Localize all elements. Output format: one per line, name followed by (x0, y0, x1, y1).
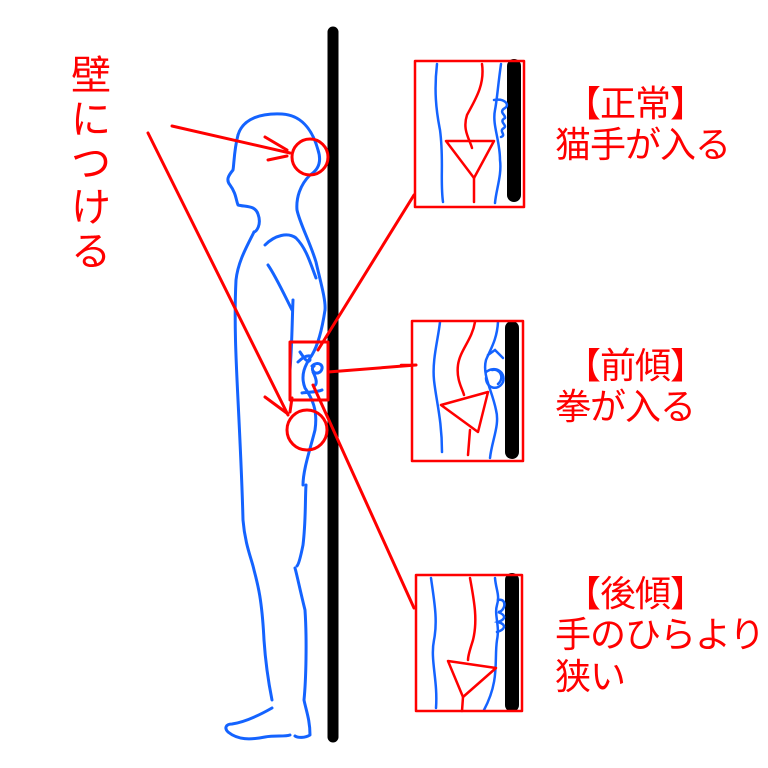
head-contact-circle (290, 137, 330, 177)
callout-normal: 【正常】 猫手が入る (555, 84, 731, 167)
wall-label-char: る (71, 229, 111, 275)
callout-text: 猫手が入る (555, 125, 731, 167)
wall-label-char: に (71, 97, 111, 143)
callout-text: 拳が入る (555, 387, 696, 429)
callout-title: 【正常】 (565, 84, 706, 125)
callout-title: 【前傾】 (565, 346, 706, 387)
annotation-overlay (146, 124, 418, 610)
inset-normal (413, 59, 526, 209)
human-figure (224, 112, 327, 741)
buttock-contact-circle (285, 408, 329, 452)
callout-text: 手のひらより (555, 615, 765, 657)
wall-label-char: け (71, 185, 111, 231)
inset-anterior-tilt (399, 319, 525, 463)
wall-contact-label: 壁 に つ け る (66, 54, 116, 274)
wall-label-char: 壁 (71, 53, 111, 99)
inset-posterior-tilt (414, 573, 524, 713)
wall-label-char: つ (71, 141, 111, 187)
callout-title: 【後傾】 (565, 574, 706, 615)
callout-text: 狭い (555, 656, 626, 698)
callout-anterior-tilt: 【前傾】 拳が入る (555, 346, 706, 429)
callout-posterior-tilt: 【後傾】 手のひらより 狭い (555, 574, 765, 698)
